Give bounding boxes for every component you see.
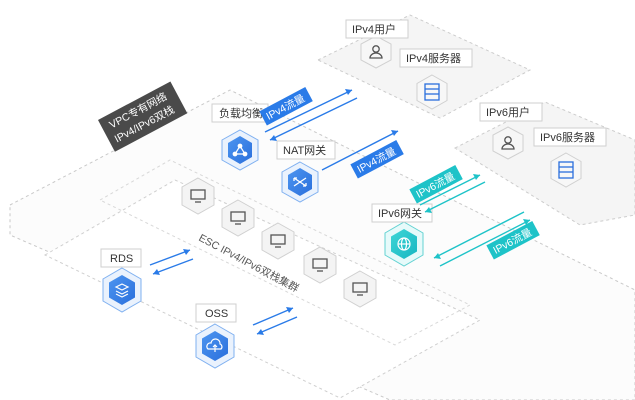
ipv6-flow-1-arrow	[419, 174, 486, 213]
oss-label: OSS	[195, 303, 237, 323]
svg-text:IPv6用户: IPv6用户	[486, 105, 530, 119]
cluster-inner-outline	[98, 159, 472, 346]
database-layers-icon	[114, 283, 130, 298]
rds-link-arrow	[149, 249, 194, 275]
ipv4-server-label: IPv4服务器	[399, 48, 473, 68]
ecs-server-4[interactable]	[303, 246, 337, 284]
ecs-server-2[interactable]	[221, 199, 255, 237]
monitor-icon	[270, 234, 286, 245]
cluster-platform-outline	[43, 179, 482, 399]
gateway-arrows-icon	[293, 177, 307, 187]
ipv6-server-label: IPv6服务器	[533, 127, 607, 147]
ipv6-gateway-label: IPv6网关	[371, 203, 433, 223]
server-rack-icon	[558, 161, 574, 179]
svg-text:负载均衡: 负载均衡	[219, 106, 263, 120]
rds-node[interactable]	[102, 267, 142, 313]
svg-text:IPv4用户: IPv4用户	[352, 22, 396, 36]
load-balancer-node[interactable]	[221, 129, 259, 171]
svg-text:IPv6服务器: IPv6服务器	[540, 131, 595, 144]
user-icon	[369, 45, 383, 59]
svg-text:RDS: RDS	[110, 253, 133, 265]
ipv4-flow-2-arrow	[321, 130, 399, 171]
ipv6-flow-2-arrow	[433, 211, 531, 267]
svg-text:OSS: OSS	[205, 308, 228, 320]
cloud-upload-icon	[206, 338, 223, 352]
monitor-icon	[230, 211, 246, 222]
svg-text:IPv6网关: IPv6网关	[378, 206, 422, 220]
svg-text:NAT网关: NAT网关	[283, 143, 326, 157]
user-icon	[501, 136, 515, 150]
ecs-server-5[interactable]	[343, 270, 377, 308]
ipv6-user-node[interactable]	[492, 126, 524, 160]
ipv6-gateway-node[interactable]	[384, 221, 424, 267]
server-rack-icon	[424, 83, 440, 101]
monitor-icon	[352, 282, 368, 293]
ipv4-user-node[interactable]	[360, 35, 392, 69]
nat-gateway-node[interactable]	[281, 161, 319, 203]
globe-icon	[397, 237, 411, 251]
ipv6-user-label: IPv6用户	[479, 102, 543, 122]
oss-node[interactable]	[195, 323, 235, 369]
load-balancer-label: 负载均衡	[211, 103, 269, 123]
rds-label: RDS	[100, 248, 142, 268]
nat-gateway-label: NAT网关	[276, 140, 336, 160]
ecs-server-1[interactable]	[181, 177, 215, 215]
ipv4-server-node[interactable]	[416, 74, 448, 110]
ipv4-user-label: IPv4用户	[345, 19, 409, 39]
ipv6-server-node[interactable]	[550, 152, 582, 188]
ecs-server-3[interactable]	[261, 222, 295, 260]
monitor-icon	[190, 189, 206, 200]
svg-text:IPv4服务器: IPv4服务器	[406, 52, 461, 65]
monitor-icon	[312, 258, 328, 269]
oss-link-arrow	[252, 307, 298, 335]
vpc-platform-outline	[9, 89, 635, 400]
load-balancer-icon	[232, 143, 248, 157]
ipv4-flow-1-arrow	[264, 89, 358, 141]
